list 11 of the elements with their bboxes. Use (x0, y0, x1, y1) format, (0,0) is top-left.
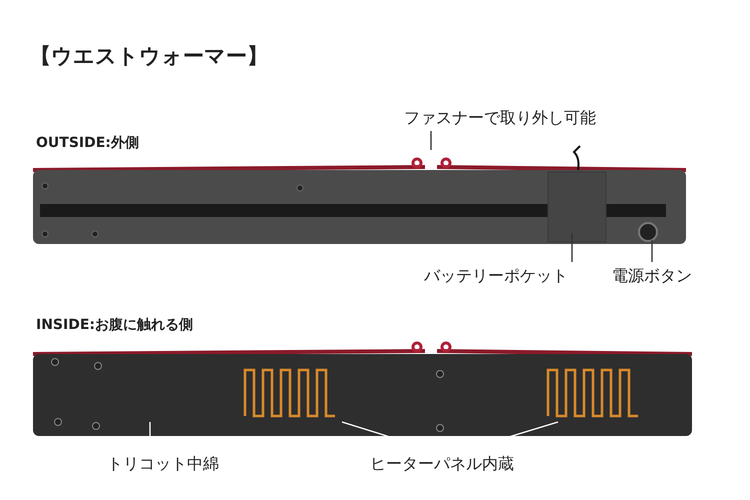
callout-label: 電源ボタン (612, 266, 692, 287)
callout-label: ファスナーで取り外し可能 (404, 108, 596, 129)
section-label: OUTSIDE:外側 (36, 134, 139, 152)
callout-label: トリコット中綿 (107, 454, 219, 475)
callout-label: ヒーターパネル内蔵 (370, 454, 514, 475)
leader-line (571, 233, 573, 262)
title: 【ウエストウォーマー】 (30, 43, 268, 70)
leader-line (651, 240, 653, 262)
section-label: INSIDE:お腹に触れる側 (36, 316, 194, 334)
callout-label: バッテリーポケット (424, 266, 568, 287)
leader-line (430, 131, 432, 150)
